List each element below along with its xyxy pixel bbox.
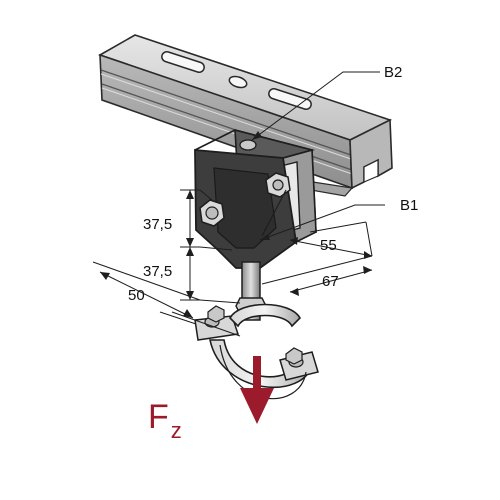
dimension-label-lower-height: 37,5: [143, 263, 172, 280]
force-arrow: [240, 356, 274, 424]
callout-label-b2: B2: [384, 64, 402, 81]
force-symbol: F: [148, 398, 169, 436]
force-subscript: z: [171, 418, 182, 443]
dimension-label-width-inner: 55: [320, 237, 337, 254]
dimension-label-width-outer: 67: [322, 273, 339, 290]
hanger-bracket: [194, 128, 317, 269]
dimension-label-depth: 50: [128, 287, 145, 304]
callout-leaders: [251, 71, 385, 241]
front-bolt: [199, 199, 225, 227]
callout-label-b1: B1: [400, 197, 418, 214]
dimension-arrowheads: [100, 190, 372, 318]
side-bolt: [261, 172, 291, 237]
dimension-label-upper-height: 37,5: [143, 216, 172, 233]
force-label: Fz: [148, 398, 182, 443]
pipe-clamp: [194, 303, 319, 400]
callout-leader-arrows: [252, 131, 270, 240]
